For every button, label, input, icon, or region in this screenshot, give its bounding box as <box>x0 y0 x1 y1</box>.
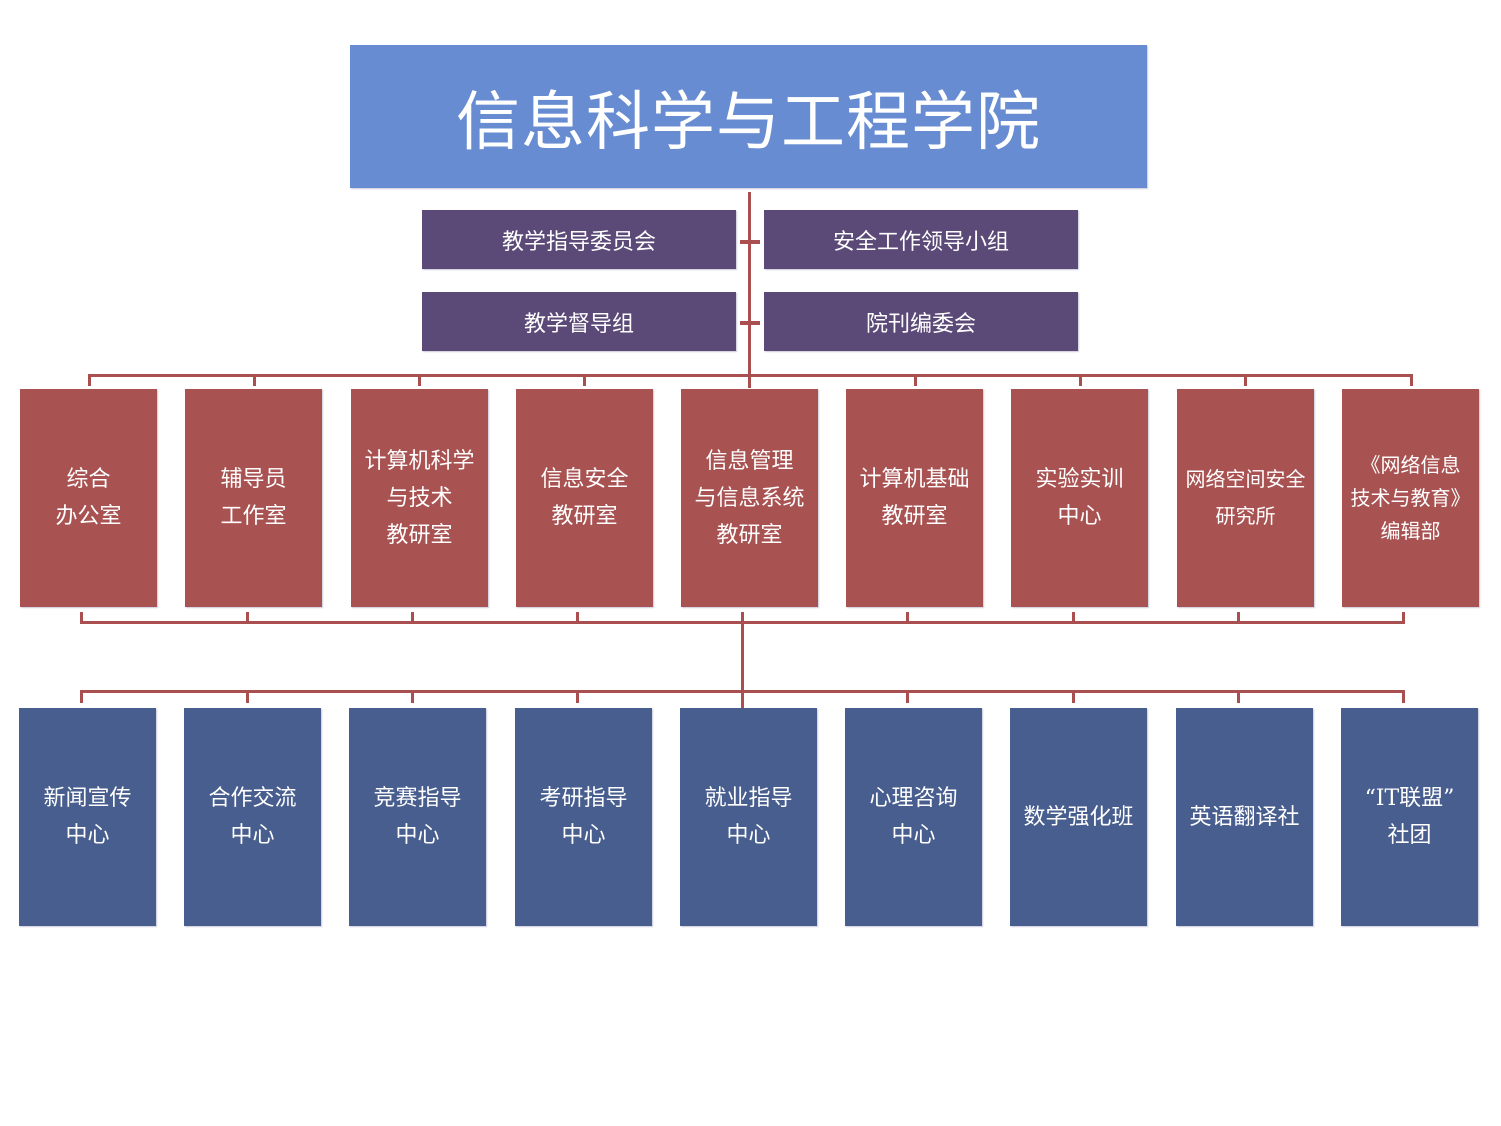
committee-tick-1 <box>740 240 760 244</box>
unit-label: 考研指导 中心 <box>539 786 628 848</box>
unit-box: 数学强化班 <box>1010 708 1147 926</box>
unit-label: “IT联盟” 社团 <box>1364 786 1455 848</box>
department-connector-tick <box>253 374 256 386</box>
college-title-box: 信息科学与工程学院 <box>350 45 1147 188</box>
department-label: 信息管理 与信息系统 教研室 <box>694 448 805 548</box>
department-label: 综合 办公室 <box>55 467 122 529</box>
department-connector-tick <box>1244 374 1247 386</box>
unit-connector-tick <box>1072 690 1075 703</box>
committee-tick-2 <box>740 321 760 325</box>
department-bottom-tick <box>80 612 83 624</box>
department-box: 网络空间安全 研究所 <box>1177 389 1314 607</box>
unit-label: 就业指导 中心 <box>704 786 793 848</box>
unit-connector-tick <box>411 690 414 703</box>
department-label: 信息安全 教研室 <box>540 467 629 529</box>
unit-connector-tick <box>1237 690 1240 703</box>
committee-journal-editorial: 院刊编委会 <box>764 292 1078 351</box>
department-box: 综合 办公室 <box>20 389 157 607</box>
unit-box: “IT联盟” 社团 <box>1341 708 1478 926</box>
committee-label: 教学指导委员会 <box>501 229 656 255</box>
department-connector-tick <box>748 374 751 386</box>
unit-label: 合作交流 中心 <box>208 786 297 848</box>
committee-label: 教学督导组 <box>523 311 634 337</box>
department-connector-tick <box>418 374 421 386</box>
department-box: 计算机科学 与技术 教研室 <box>351 389 488 607</box>
committee-teaching-supervision: 教学督导组 <box>422 292 736 351</box>
unit-label: 新闻宣传 中心 <box>43 786 132 848</box>
committee-safety-leadership: 安全工作领导小组 <box>764 210 1078 269</box>
unit-connector-tick <box>741 690 744 703</box>
department-bottom-tick <box>576 612 579 624</box>
committee-label: 安全工作领导小组 <box>832 229 1009 255</box>
unit-trunk-connector <box>741 612 744 712</box>
department-connector-tick <box>1410 374 1413 386</box>
unit-connector-tick <box>906 690 909 703</box>
department-bottom-tick <box>1072 612 1075 624</box>
committee-label: 院刊编委会 <box>865 311 976 337</box>
committee-teaching-guidance: 教学指导委员会 <box>422 210 736 269</box>
department-bottom-tick <box>1402 612 1405 624</box>
unit-box: 考研指导 中心 <box>515 708 652 926</box>
unit-label: 心理咨询 中心 <box>869 786 958 848</box>
unit-label: 竞赛指导 中心 <box>373 786 462 848</box>
unit-connector-tick <box>246 690 249 703</box>
department-bottom-tick <box>906 612 909 624</box>
unit-connector-tick <box>1402 690 1405 703</box>
unit-box: 竞赛指导 中心 <box>349 708 486 926</box>
department-label: 网络空间安全 研究所 <box>1185 467 1306 528</box>
department-label: 计算机基础 教研室 <box>859 467 970 529</box>
unit-label: 数学强化班 <box>1023 804 1134 830</box>
unit-box: 就业指导 中心 <box>680 708 817 926</box>
trunk-connector <box>748 192 751 388</box>
department-label: 《网络信息 技术与教育》 编辑部 <box>1350 452 1471 543</box>
unit-connector-tick <box>80 690 83 703</box>
unit-connector-tick <box>576 690 579 703</box>
college-title: 信息科学与工程学院 <box>456 85 1041 160</box>
department-box: 计算机基础 教研室 <box>846 389 983 607</box>
department-bottom-tick <box>246 612 249 624</box>
department-bottom-tick <box>411 612 414 624</box>
department-box: 实验实训 中心 <box>1011 389 1148 607</box>
department-label: 辅导员 工作室 <box>220 467 287 529</box>
department-label: 计算机科学 与技术 教研室 <box>364 448 475 548</box>
unit-box: 英语翻译社 <box>1176 708 1313 926</box>
department-label: 实验实训 中心 <box>1035 467 1124 529</box>
department-connector-tick <box>914 374 917 386</box>
department-connector-tick <box>583 374 586 386</box>
department-connector-tick <box>1079 374 1082 386</box>
department-box: 信息安全 教研室 <box>516 389 653 607</box>
unit-label: 英语翻译社 <box>1189 804 1300 830</box>
department-box: 《网络信息 技术与教育》 编辑部 <box>1342 389 1479 607</box>
department-bottom-tick <box>1237 612 1240 624</box>
department-box: 信息管理 与信息系统 教研室 <box>681 389 818 607</box>
department-box: 辅导员 工作室 <box>185 389 322 607</box>
unit-box: 合作交流 中心 <box>184 708 321 926</box>
unit-box: 新闻宣传 中心 <box>19 708 156 926</box>
department-connector-tick <box>88 374 91 386</box>
unit-box: 心理咨询 中心 <box>845 708 982 926</box>
